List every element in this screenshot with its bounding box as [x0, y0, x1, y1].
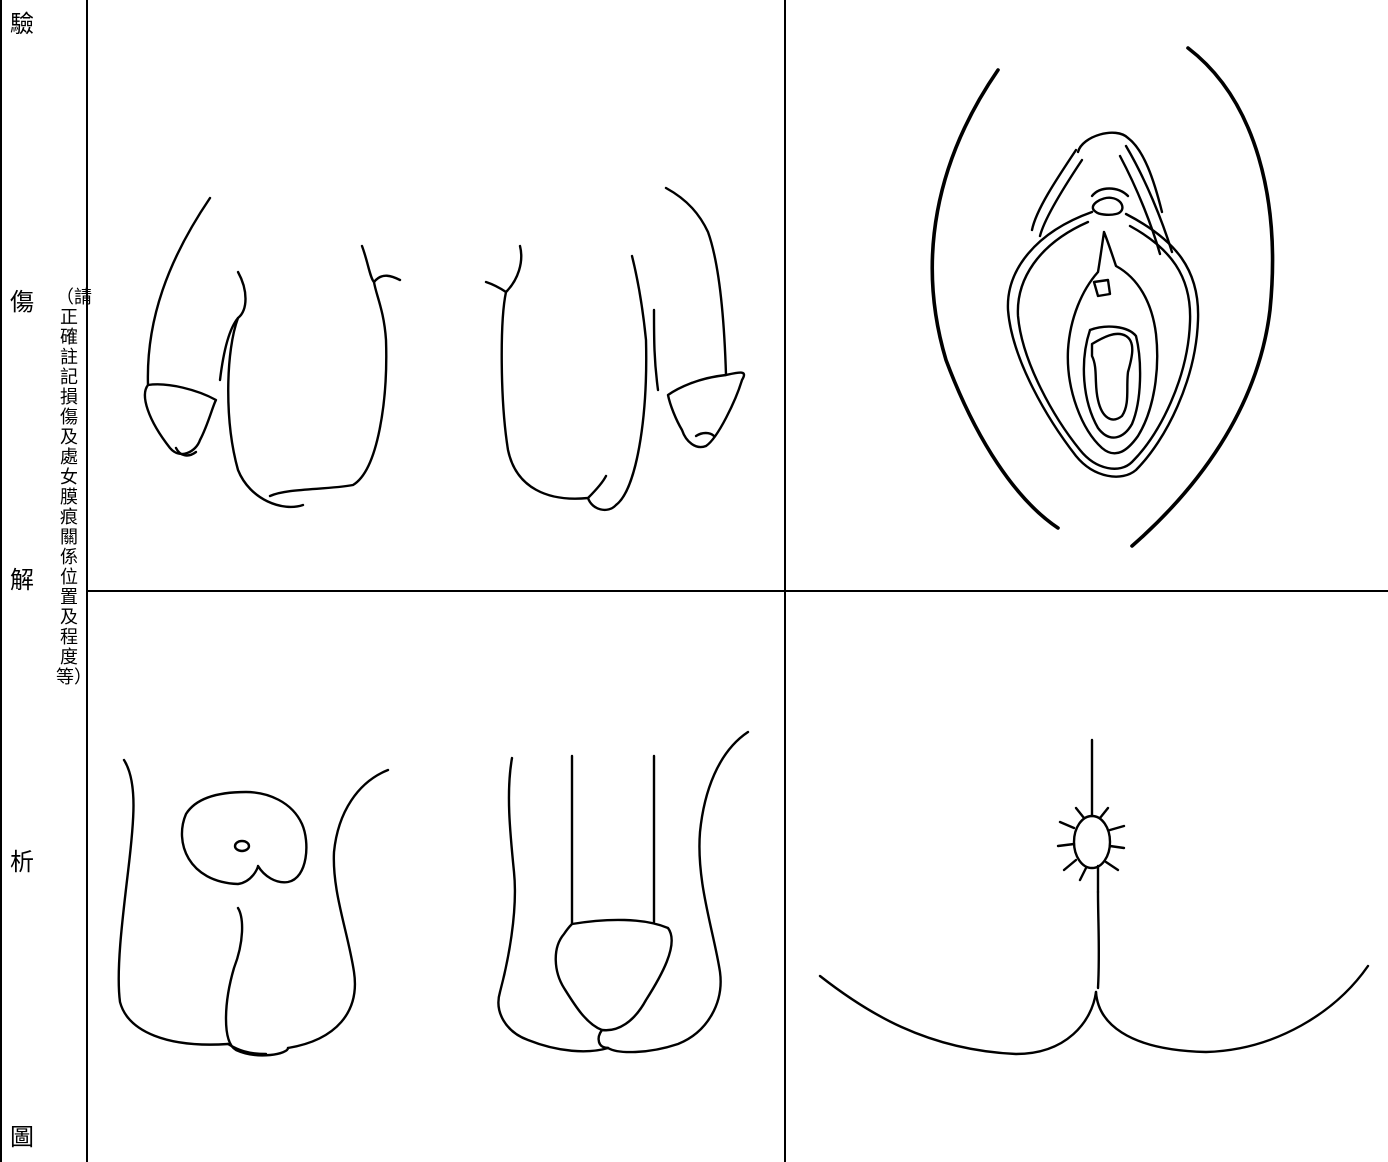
annotation-instruction: （請正確註記損傷及處女膜痕關係位置及程度等）	[56, 288, 82, 688]
panel-male-side-views	[88, 0, 784, 590]
section-label-char-5: 圖	[10, 1125, 34, 1149]
panel-female-external	[786, 0, 1388, 590]
section-label-char-4: 析	[10, 850, 34, 874]
male-front-back-drawing	[88, 592, 784, 1162]
panel-perianal	[786, 592, 1388, 1162]
section-label-column: 驗 傷 解 析 圖 （請正確註記損傷及處女膜痕關係位置及程度等）	[0, 0, 86, 1162]
section-label-char-1: 驗	[10, 12, 34, 36]
perianal-drawing	[786, 592, 1388, 1162]
female-external-drawing	[786, 0, 1388, 590]
section-label-char-2: 傷	[10, 290, 34, 314]
panel-male-front-back-views	[88, 592, 784, 1162]
male-side-views-drawing	[88, 0, 784, 590]
section-label-char-3: 解	[10, 568, 34, 592]
